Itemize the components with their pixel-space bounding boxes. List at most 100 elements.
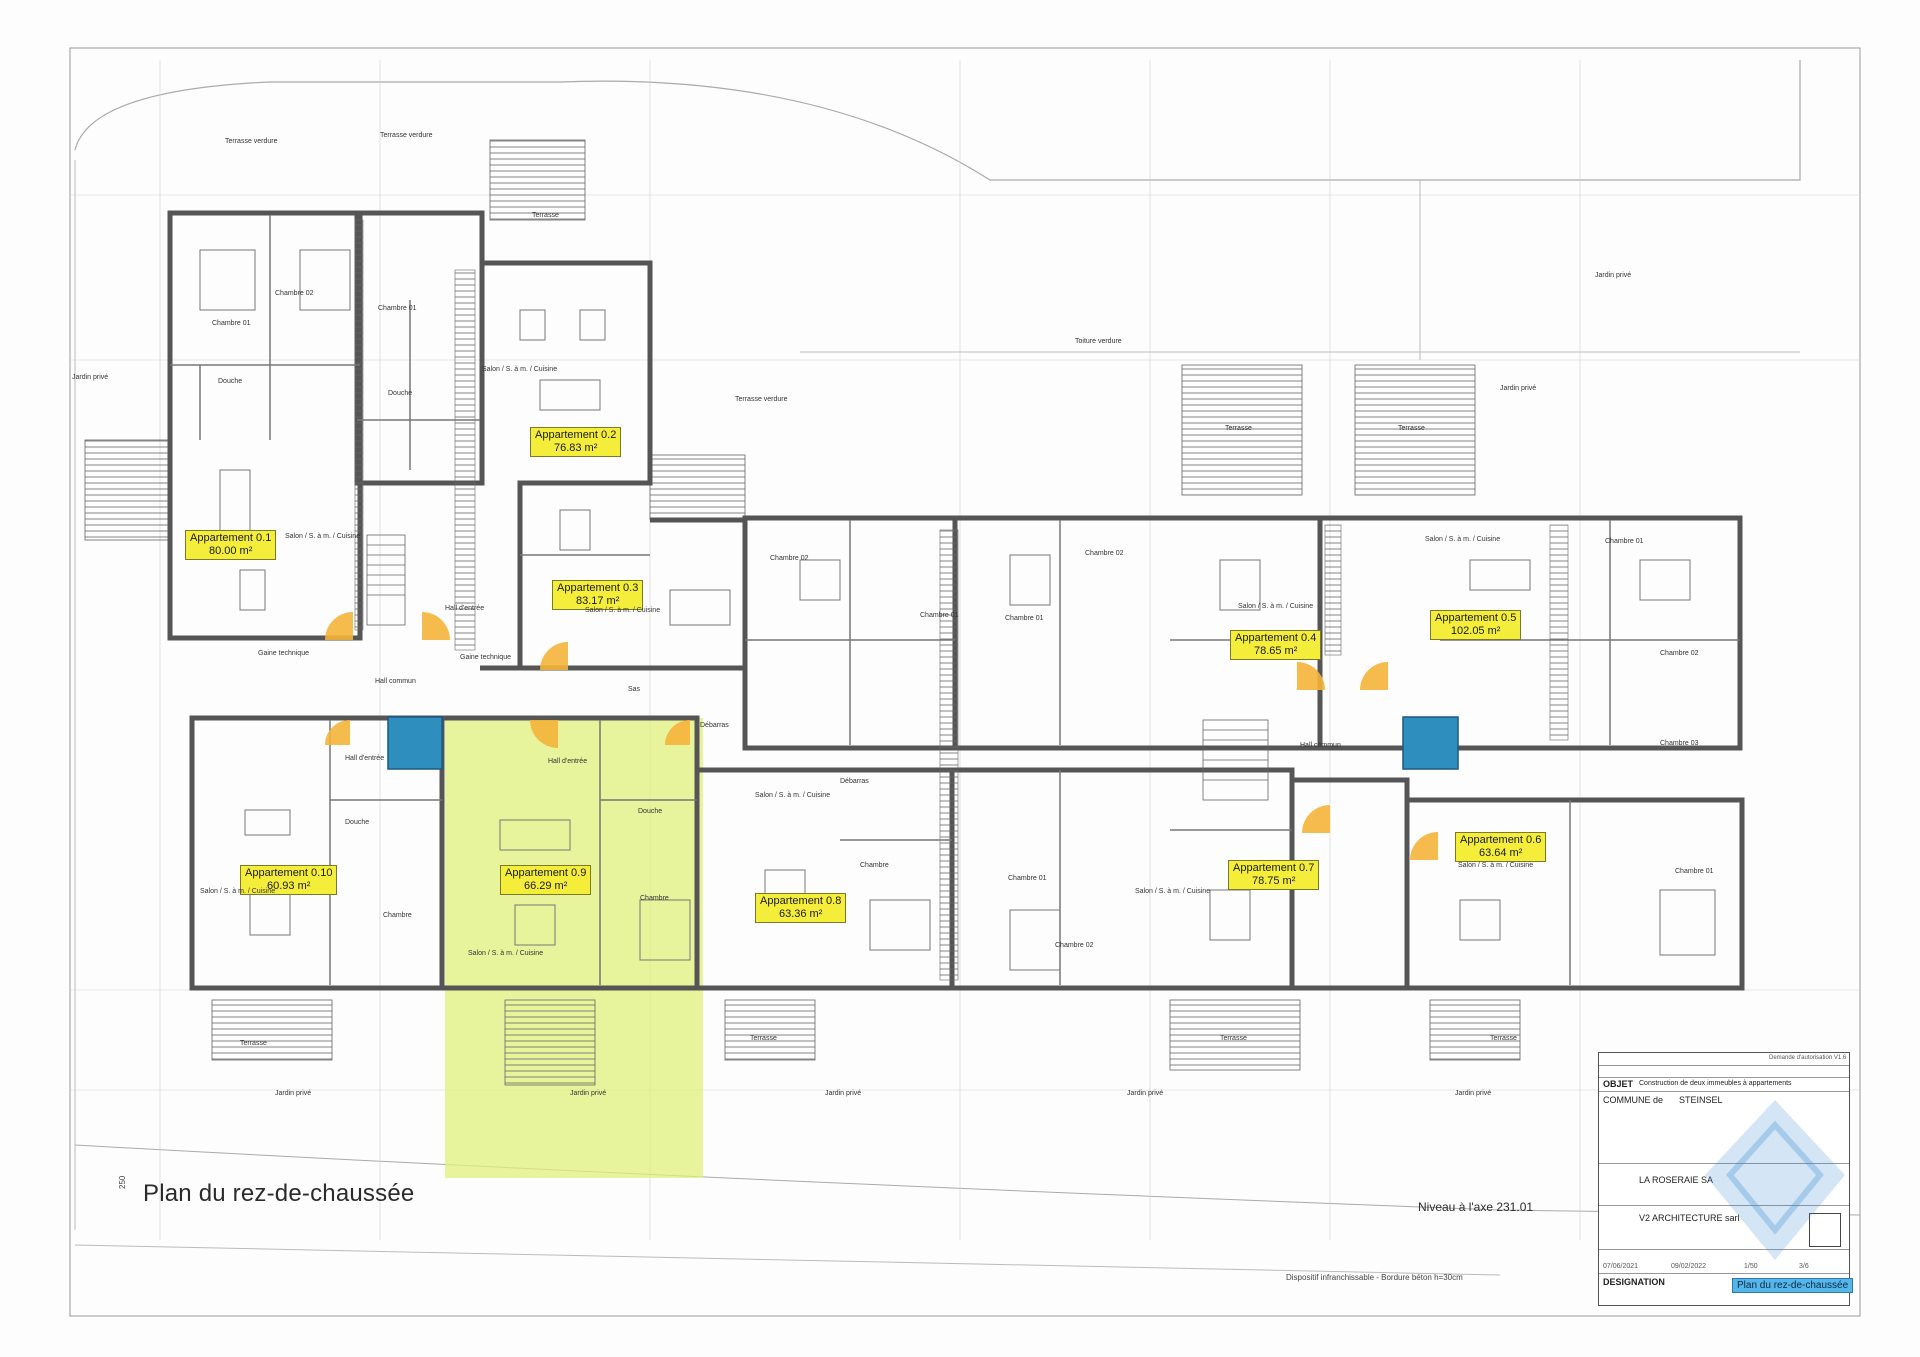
room-jardin-prive-w: Jardin privé: [72, 374, 109, 381]
room-salon-a3: Salon / S. à m. / Cuisine: [585, 607, 661, 614]
room-chambre-01-a5: Chambre 01: [1605, 538, 1644, 545]
room-salon-a5: Salon / S. à m. / Cuisine: [1425, 536, 1501, 543]
room-jardin-prive-s2: Jardin privé: [570, 1090, 607, 1097]
tb-date-modif: 09/02/2022: [1671, 1263, 1707, 1270]
room-debarras-2: Débarras: [840, 778, 869, 785]
room-chambre-02-a1: Chambre 02: [275, 290, 314, 297]
room-terrasse-5: Terrasse: [750, 1035, 777, 1042]
lift-shaft-right: [1402, 716, 1459, 770]
room-gaine-technique-1: Gaine technique: [258, 650, 309, 657]
lift-shaft-left: [387, 716, 443, 770]
tb-type-plan: Demande d'autorisation V1.6: [1769, 1055, 1847, 1061]
niveau-text: Niveau à l'axe 231.01: [1418, 1200, 1534, 1214]
scale-mark: 250: [118, 1175, 127, 1189]
sheet-border: [69, 47, 1861, 1317]
room-terrasse-verdure-2: Terrasse verdure: [380, 132, 433, 139]
tb-echelle: 1/50: [1744, 1263, 1758, 1270]
room-jardin-prive-e: Jardin privé: [1500, 385, 1537, 392]
room-terrasse-7: Terrasse: [1490, 1035, 1517, 1042]
room-terrasse-3: Terrasse: [1398, 425, 1425, 432]
room-terrasse-6: Terrasse: [1220, 1035, 1247, 1042]
tb-date-demande: 07/06/2021: [1603, 1263, 1639, 1270]
room-hall-entree-a2: Hall d'entrée: [445, 605, 485, 612]
room-terrasse-verdure-1: Terrasse verdure: [225, 138, 278, 145]
room-chambre-01-a3: Chambre 01: [920, 612, 959, 619]
tb-architect: V2 ARCHITECTURE sarl: [1639, 1213, 1740, 1223]
room-hall-commun-2: Hall commun: [1300, 742, 1341, 749]
furniture: [199, 249, 1716, 971]
architect-logo-icon: [1809, 1213, 1841, 1247]
tb-commune: STEINSEL: [1679, 1095, 1723, 1105]
room-salon-a7: Salon / S. à m. / Cuisine: [1135, 888, 1211, 895]
room-chambre-a9: Chambre: [640, 895, 669, 902]
room-sas: Sas: [628, 686, 641, 693]
watermark-logo-icon: [1705, 1100, 1845, 1260]
room-chambre-02-a3: Chambre 02: [770, 555, 809, 562]
room-jardin-prive-s1: Jardin privé: [275, 1090, 312, 1097]
door-swings: [325, 612, 1438, 860]
tb-plan-no: 3/6: [1799, 1263, 1809, 1270]
room-chambre-02-a7: Chambre 02: [1055, 942, 1094, 949]
room-chambre-01-a2: Chambre 01: [378, 305, 417, 312]
room-chambre-01-a1: Chambre 01: [212, 320, 251, 327]
room-douche-a2: Douche: [388, 390, 413, 397]
plan-title: Plan du rez-de-chaussée: [143, 1180, 415, 1207]
room-douche-a1: Douche: [218, 378, 243, 385]
room-chambre-a10: Chambre: [383, 912, 412, 919]
wall-hatch: [354, 219, 1569, 981]
room-hall-entree-a9: Hall d'entrée: [548, 758, 588, 765]
room-chambre-03-a5: Chambre 03: [1660, 740, 1699, 747]
room-douche-a10: Douche: [345, 819, 370, 826]
tb-objet-label: OBJET: [1603, 1079, 1634, 1089]
room-jardin-prive-s5: Jardin privé: [1455, 1090, 1492, 1097]
stairs: [366, 534, 1269, 801]
room-chambre-01-a4: Chambre 01: [1005, 615, 1044, 622]
room-terrasse-4: Terrasse: [240, 1040, 267, 1047]
room-jardin-prive-ne: Jardin privé: [1595, 272, 1632, 279]
room-terrasse-1: Terrasse: [532, 212, 559, 219]
room-chambre-01-a7: Chambre 01: [1008, 875, 1047, 882]
tb-commune-label: COMMUNE de: [1603, 1095, 1664, 1105]
room-jardin-prive-s4: Jardin privé: [1127, 1090, 1164, 1097]
room-salon-a1: Salon / S. à m. / Cuisine: [285, 533, 361, 540]
room-chambre-02-a5: Chambre 02: [1660, 650, 1699, 657]
room-chambre-02-a4: Chambre 02: [1085, 550, 1124, 557]
room-salon-a2: Salon / S. à m. / Cuisine: [482, 366, 558, 373]
room-terrasse-verdure-3: Terrasse verdure: [735, 396, 788, 403]
tb-objet-text: Construction de deux immeubles à apparte…: [1639, 1080, 1792, 1087]
title-block: Demande d'autorisation V1.6 OBJET Constr…: [1598, 1052, 1850, 1306]
room-terrasse-2: Terrasse: [1225, 425, 1252, 432]
tb-owner: LA ROSERAIE SA: [1639, 1175, 1714, 1185]
room-salon-a4: Salon / S. à m. / Cuisine: [1238, 603, 1314, 610]
room-toiture-verdure: Toiture verdure: [1075, 338, 1122, 345]
terraces: [84, 139, 1521, 1086]
room-hall-entree-a10: Hall d'entrée: [345, 755, 385, 762]
site-boundary-top: [74, 60, 1801, 181]
highlight-apartment-0-9: [445, 718, 703, 1178]
room-debarras-1: Débarras: [700, 722, 729, 729]
room-chambre-a8: Chambre: [860, 862, 889, 869]
designation-value: Plan du rez-de-chaussée: [1732, 1278, 1854, 1293]
room-gaine-technique-2: Gaine technique: [460, 654, 511, 661]
site-boundary-bottom: [74, 1144, 1861, 1216]
room-salon-a6: Salon / S. à m. / Cuisine: [1458, 862, 1534, 869]
road-line: [74, 1244, 1501, 1276]
room-chambre-01-a6: Chambre 01: [1675, 868, 1714, 875]
room-salon-a9: Salon / S. à m. / Cuisine: [468, 950, 544, 957]
room-jardin-prive-s3: Jardin privé: [825, 1090, 862, 1097]
room-salon-a10: Salon / S. à m. / Cuisine: [200, 888, 276, 895]
tb-designation-label: DESIGNATION: [1603, 1277, 1665, 1287]
dispositif-text: Dispositif infranchissable - Bordure bét…: [1286, 1273, 1463, 1282]
room-hall-commun-1: Hall commun: [375, 678, 416, 685]
